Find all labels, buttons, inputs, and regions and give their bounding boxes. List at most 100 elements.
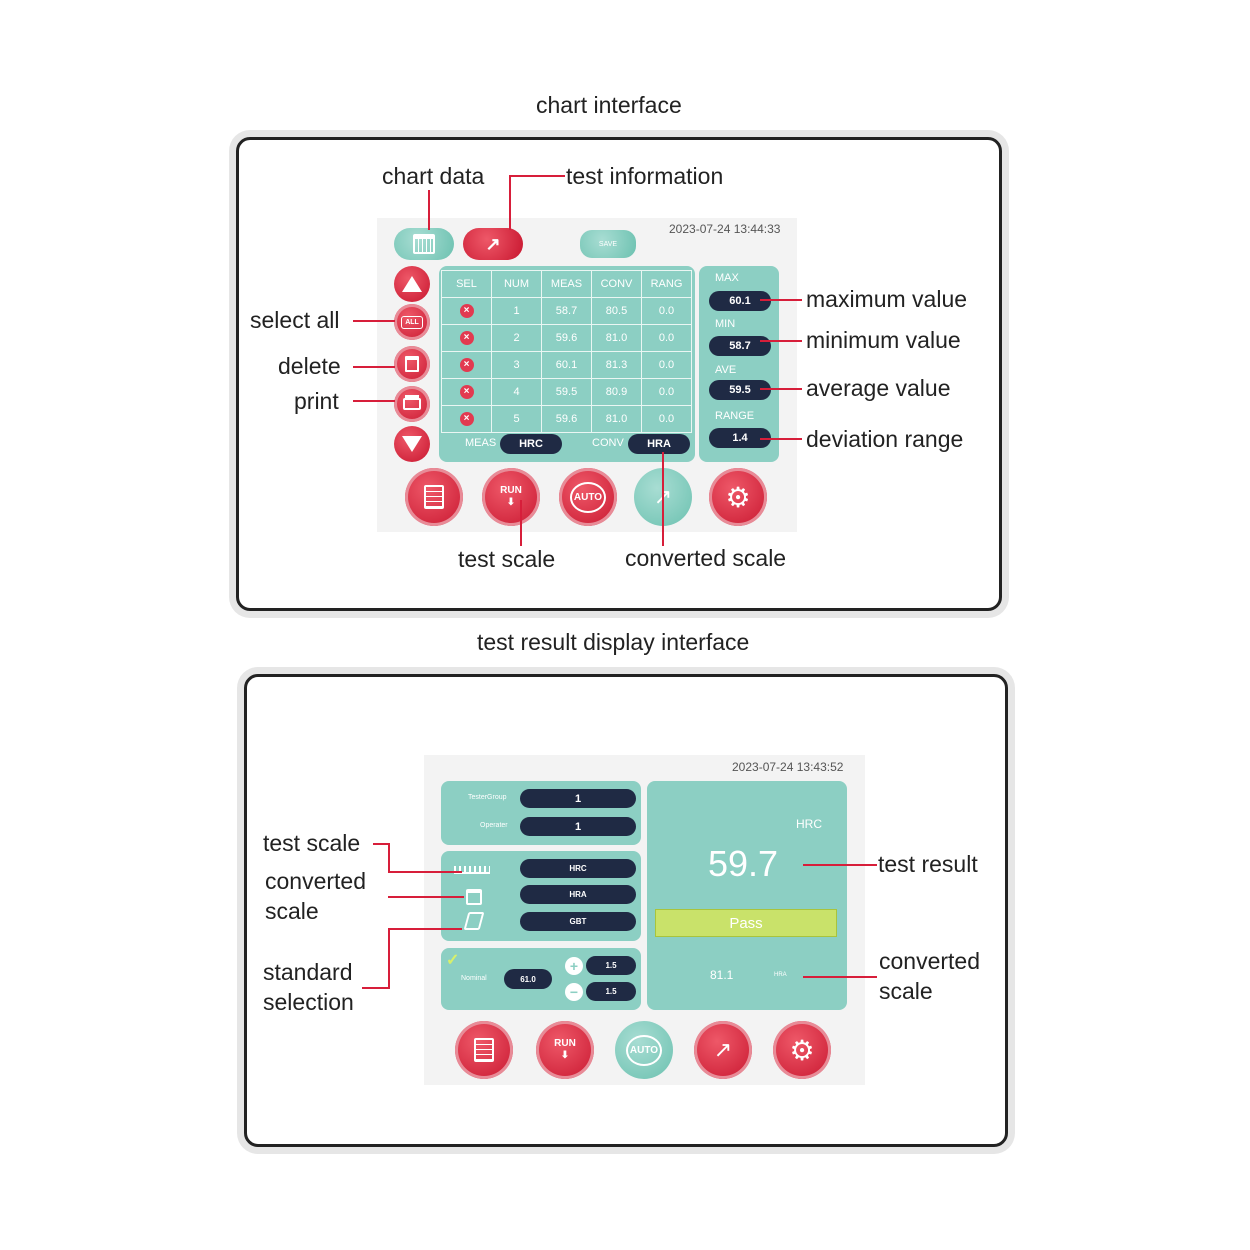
table-row[interactable]: × 5 59.6 81.0 0.0 [441,405,692,433]
scroll-down-button[interactable] [394,426,430,462]
ann-minimum-value: minimum value [806,327,961,353]
gear-icon: ⚙ [789,1034,815,1066]
result-scale-label: HRC [796,817,822,831]
leader-line [803,976,877,978]
pass-status-badge: Pass [655,909,837,937]
triangle-down-icon [402,436,422,452]
result-value: 59.7 [708,843,779,884]
leader-line [388,871,462,873]
row-select-checkbox[interactable]: × [441,297,492,325]
conv-scale-select[interactable]: HRA [628,434,690,454]
auto-refresh-icon: AUTO [569,481,607,513]
cell-conv: 80.9 [591,378,642,406]
leader-line [760,340,802,342]
ann-print: print [294,388,339,414]
leader-line [760,299,802,301]
row-select-checkbox[interactable]: × [441,324,492,352]
report-button[interactable] [405,468,463,526]
unselected-x-icon: × [459,331,474,345]
unselected-x-icon: × [459,358,474,372]
conv-scale-label: CONV [592,437,624,449]
report-button[interactable] [455,1021,513,1079]
result-interface-heading: test result display interface [477,629,750,655]
table-row[interactable]: × 2 59.6 81.0 0.0 [441,324,692,352]
tester-group-field[interactable]: 1 [520,789,636,808]
leader-line [509,175,511,230]
chart-interface-heading: chart interface [536,92,682,118]
cell-num: 3 [491,351,542,379]
gear-icon: ⚙ [725,481,751,513]
run-button[interactable]: RUN⬇ [482,468,540,526]
cell-num: 5 [491,405,542,433]
operator-field[interactable]: 1 [520,817,636,836]
auto-button[interactable]: AUTO [615,1021,673,1079]
cell-meas: 59.5 [541,378,592,406]
ann-test-information: test information [566,163,724,189]
column-header-meas: MEAS [541,270,592,298]
ann-test-scale: test scale [263,830,361,856]
leader-line [760,388,802,390]
column-header-sel: SEL [441,270,492,298]
cell-rang: 0.0 [641,405,692,433]
leader-line [520,500,522,546]
minus-icon: − [565,983,583,1001]
table-row[interactable]: × 3 60.1 81.3 0.0 [441,351,692,379]
select-all-button[interactable]: ALL [394,304,430,340]
standard-select[interactable]: GBT [520,912,636,931]
printer-icon [403,398,421,410]
ruler-icon [454,866,490,874]
ann-chart-data: chart data [382,163,485,189]
ann-deviation-range: deviation range [806,426,964,452]
test-information-button[interactable]: ↗ [463,228,523,260]
cell-meas: 58.7 [541,297,592,325]
operator-label: Operater [480,822,508,829]
max-value: 60.1 [709,291,771,311]
run-button[interactable]: RUN⬇ [536,1021,594,1079]
ann-test-result: test result [878,851,978,877]
cell-conv: 81.0 [591,405,642,433]
row-select-checkbox[interactable]: × [441,405,492,433]
leader-line [373,843,389,845]
table-row[interactable]: × 4 59.5 80.9 0.0 [441,378,692,406]
ann-converted-scale-line2: scale [265,898,319,924]
print-button[interactable] [394,386,430,422]
settings-button[interactable]: ⚙ [773,1021,831,1079]
cell-conv: 81.0 [591,324,642,352]
chart-data-button[interactable] [394,228,454,260]
column-header-rang: RANG [641,270,692,298]
upper-tolerance-field[interactable]: 1.5 [586,956,636,975]
leader-line [428,190,430,230]
ann-delete: delete [278,353,341,379]
run-label: RUN [554,1038,576,1049]
ann-converted-scale: converted scale [625,545,787,571]
converted-scale-select[interactable]: HRA [520,885,636,904]
save-button[interactable]: SAVE [580,230,636,258]
scroll-up-button[interactable] [394,266,430,302]
test-scale-select[interactable]: HRC [520,859,636,878]
meas-scale-select[interactable]: HRC [500,434,562,454]
settings-button[interactable]: ⚙ [709,468,767,526]
chart-screen: 2023-07-24 13:44:33 ↗ SAVE ALL SEL NUM M… [377,218,797,532]
select-all-icon: ALL [401,315,423,329]
leader-line [662,452,664,546]
chart-button[interactable]: ↗ [694,1021,752,1079]
cell-conv: 81.3 [591,351,642,379]
max-label: MAX [715,272,739,284]
auto-button[interactable]: AUTO [559,468,617,526]
column-header-conv: CONV [591,270,642,298]
cell-rang: 0.0 [641,297,692,325]
data-table: SEL NUM MEAS CONV RANG × 1 58.7 80.5 0.0… [441,270,692,433]
check-icon: ✓ [446,952,460,969]
table-row[interactable]: × 1 58.7 80.5 0.0 [441,297,692,325]
table-header-row: SEL NUM MEAS CONV RANG [441,270,692,298]
tester-group-label: TesterGroup [468,794,507,801]
ave-label: AVE [715,364,737,376]
cell-num: 1 [491,297,542,325]
nominal-value-field[interactable]: 61.0 [504,969,552,989]
row-select-checkbox[interactable]: × [441,378,492,406]
nominal-label: Nominal [461,975,487,982]
lower-tolerance-field[interactable]: 1.5 [586,982,636,1001]
delete-button[interactable] [394,346,430,382]
ann-converted-scale-right-line2: scale [879,978,933,1004]
row-select-checkbox[interactable]: × [441,351,492,379]
